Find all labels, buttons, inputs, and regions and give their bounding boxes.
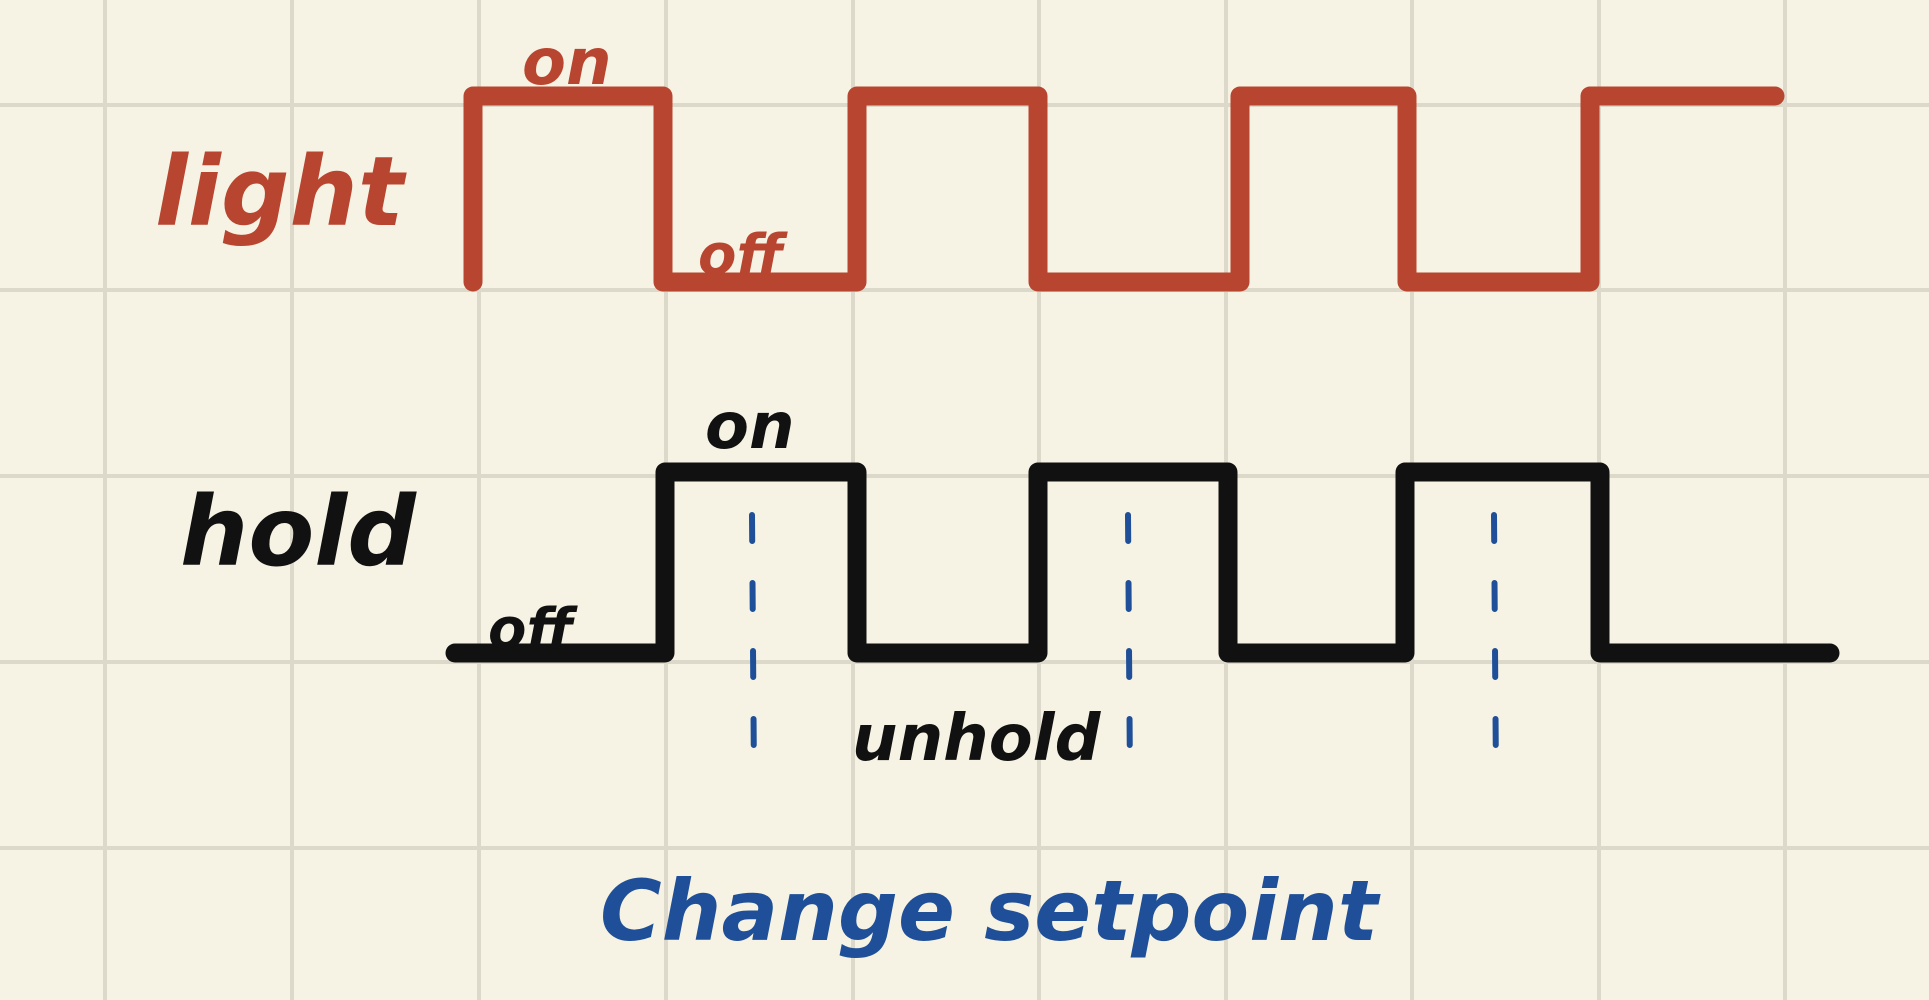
light-on-label: on [522,26,612,100]
setpoint-marker [749,512,757,783]
setpoint-markers [749,512,1499,783]
setpoint-caption: Change setpoint [600,862,1381,960]
hold-square-wave [445,462,1840,663]
hold-on-label: on [705,390,795,464]
light-square-wave [463,86,1785,292]
setpoint-marker [1491,512,1499,783]
hold-off-label: off [488,597,578,662]
light-off-label: off [698,223,788,288]
setpoint-marker [1125,512,1133,783]
light-row-label: light [155,136,407,248]
light-signal: light on off [155,26,1785,292]
hold-signal: hold on off unhold [180,390,1840,776]
hold-unhold-label: unhold [852,702,1102,776]
hold-row-label: hold [180,476,417,588]
